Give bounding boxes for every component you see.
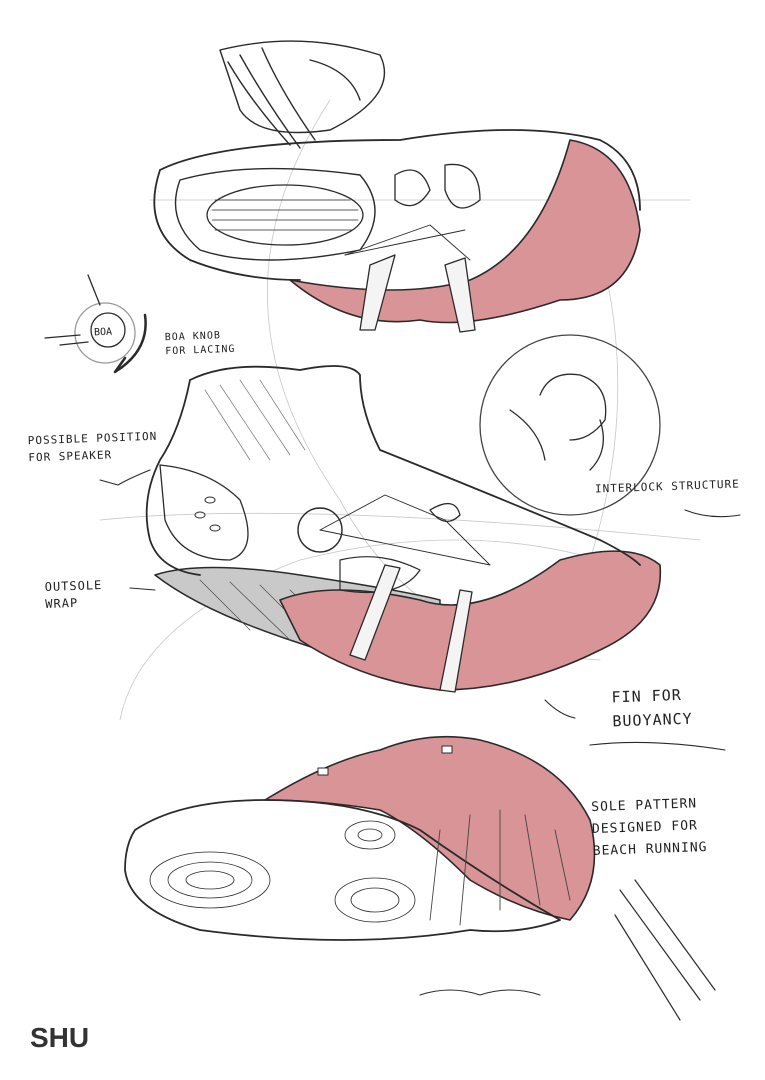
middle-shoe-view xyxy=(145,365,662,693)
interlock-structure-detail xyxy=(479,334,661,516)
boa-knob-annotation: BOA KNOB FOR LACING xyxy=(164,330,236,358)
speaker-position-annotation: POSSIBLE POSITION FOR SPEAKER xyxy=(27,429,158,465)
fin-buoyancy-annotation: FIN FOR BUOYANCY xyxy=(611,685,693,731)
bottom-sole-view xyxy=(124,735,716,1021)
sole-pattern-annotation: SOLE PATTERN DESIGNED FOR BEACH RUNNING xyxy=(590,796,708,859)
annotation-leaders xyxy=(99,469,741,751)
boa-knob-diagram xyxy=(44,274,147,374)
top-shoe-view xyxy=(153,129,641,333)
outsole-wrap-annotation: OUTSOLE WRAP xyxy=(44,578,103,611)
toe-detail-sketch xyxy=(219,40,385,149)
shu-logo: SHU xyxy=(30,1022,90,1053)
boa-badge-label: BOA xyxy=(93,326,113,339)
